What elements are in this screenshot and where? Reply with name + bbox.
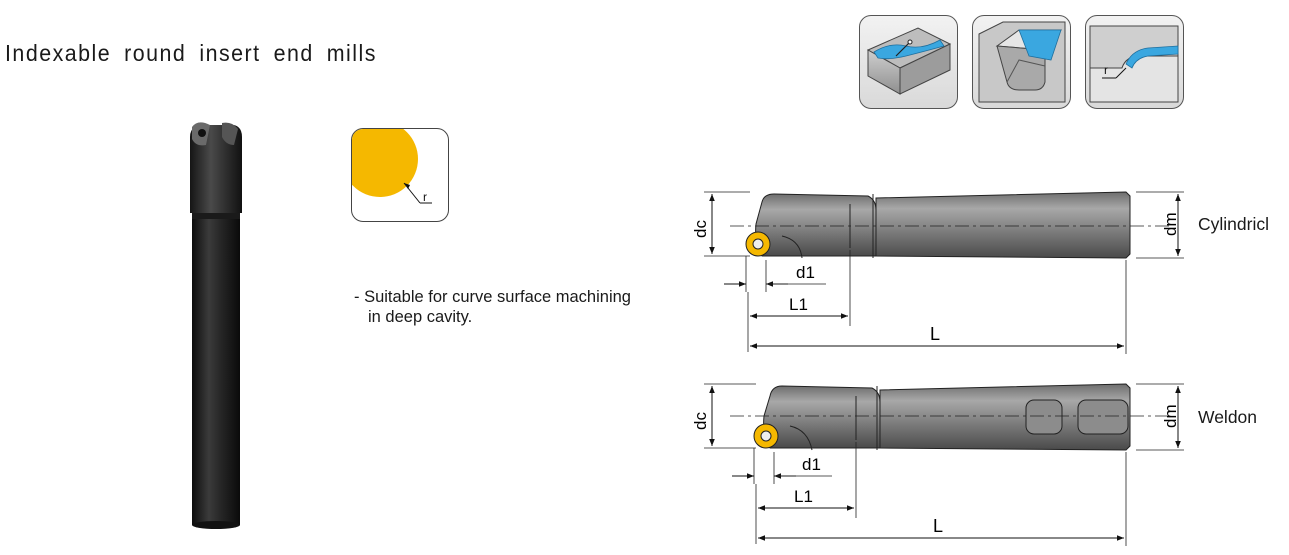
cylindrical-drawing: dc dm d1 L1 L [691,191,1184,354]
weldon-L-label: L [933,516,943,536]
weldon-d1-label: d1 [802,455,821,474]
shoulder-radius-icon: r [1085,15,1184,109]
dimension-drawings: dc dm d1 L1 L [690,180,1289,550]
weldon-type-label: Weldon [1198,407,1258,427]
end-mill-photo [170,115,260,535]
insert-radius-label: r [423,190,427,204]
cyl-dc-label: dc [691,220,710,238]
feature-note-line2: in deep cavity. [368,308,473,326]
cyl-L-label: L [930,324,940,344]
cyl-d1-label: d1 [796,263,815,282]
weldon-drawing: dc dm d1 L1 L [691,383,1184,546]
cyl-dm-label: dm [1161,212,1180,236]
page-title: Indexable round insert end mills [5,40,377,66]
feature-note-line1: - Suitable for curve surface machining [354,288,631,306]
weldon-dm-label: dm [1161,404,1180,428]
weldon-L1-label: L1 [794,487,813,506]
face-milling-icon [859,15,958,109]
feature-note: - Suitable for curve surface machining i… [354,287,631,327]
round-insert-icon: r [351,128,449,222]
radius-r-label: r [1104,63,1108,77]
cylindrical-type-label: Cylindricl [1198,214,1269,234]
pocket-cavity-icon [972,15,1071,109]
cyl-L1-label: L1 [789,295,808,314]
weldon-dc-label: dc [691,412,710,430]
